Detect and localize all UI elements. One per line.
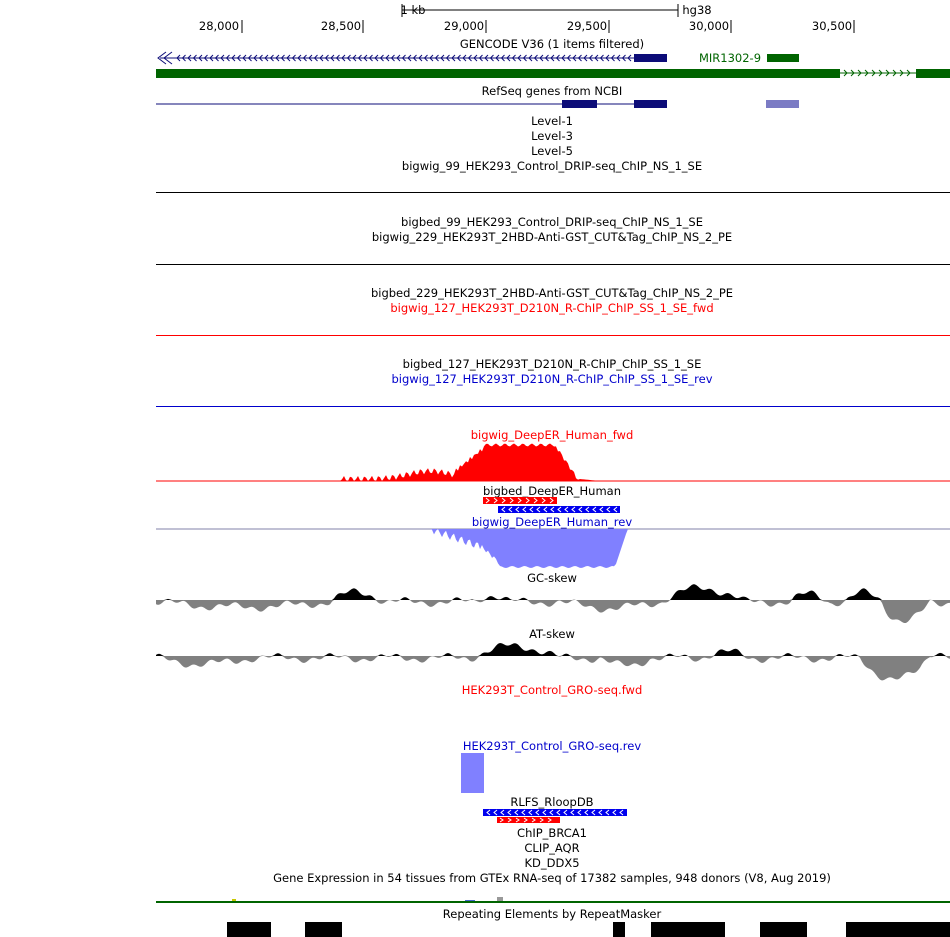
rlfs-track-title[interactable]: RLFS_RloopDB xyxy=(510,795,594,809)
gc-skew-track-title[interactable]: GC-skew xyxy=(527,571,577,585)
deeper-bigbed-track-title[interactable]: bigbed_DeepER_Human xyxy=(482,484,622,498)
ruler-tick-label: 30,500 xyxy=(811,19,853,33)
gc-skew-signal[interactable] xyxy=(0,584,950,624)
rlfs-features[interactable] xyxy=(0,808,950,824)
rchip-rev-track-title[interactable]: bigwig_127_HEK293T_D210N_R-ChIP_ChIP_SS_… xyxy=(391,372,713,386)
level-1-track-title[interactable]: Level-1 xyxy=(531,114,573,128)
gro-rev-track-title[interactable]: HEK293T_Control_GRO-seq.rev xyxy=(462,739,642,753)
gtex-track-signal[interactable] xyxy=(0,897,950,905)
drip-bigwig-track-title[interactable]: bigwig_99_HEK293_Control_DRIP-seq_ChIP_N… xyxy=(401,159,703,173)
repeatmasker-features[interactable] xyxy=(0,921,950,937)
ruler-tick-label: 28,000 xyxy=(198,19,240,33)
ruler-tick-label: 30,000 xyxy=(688,19,730,33)
assembly-label: hg38 xyxy=(682,3,712,17)
clip-aqr-track-title[interactable]: CLIP_AQR xyxy=(524,841,580,855)
cuttag-bigwig-baseline xyxy=(156,264,950,265)
cuttag-bigbed-track-title[interactable]: bigbed_229_HEK293T_2HBD-Anti-GST_CUT&Tag… xyxy=(370,286,734,300)
repeatmasker-track-title[interactable]: Repeating Elements by RepeatMasker xyxy=(442,907,662,921)
gro-fwd-track-title[interactable]: HEK293T_Control_GRO-seq.fwd xyxy=(461,683,643,697)
deeper-bigbed-features[interactable] xyxy=(0,496,950,514)
gro-rev-signal[interactable] xyxy=(461,753,484,793)
rchip-fwd-track-title[interactable]: bigwig_127_HEK293T_D210N_R-ChIP_ChIP_SS_… xyxy=(390,301,714,315)
deeper-fwd-track-title[interactable]: bigwig_DeepER_Human_fwd xyxy=(470,428,634,442)
base-position-ruler[interactable] xyxy=(0,0,950,40)
gencode-track-title[interactable]: GENCODE V36 (1 items filtered) xyxy=(459,37,645,51)
gencode-gene-features[interactable] xyxy=(0,48,950,84)
rchip-fwd-baseline xyxy=(156,335,950,336)
ruler-tick-label: 29,500 xyxy=(566,19,608,33)
gene-label-mir1302-9[interactable]: MIR1302-9 xyxy=(698,51,762,65)
gtex-track-title[interactable]: Gene Expression in 54 tissues from GTEx … xyxy=(273,871,831,885)
rchip-bigbed-track-title[interactable]: bigbed_127_HEK293T_D210N_R-ChIP_ChIP_SS_… xyxy=(402,357,702,371)
drip-bigwig-baseline xyxy=(156,192,950,193)
drip-bigbed-track-title[interactable]: bigbed_99_HEK293_Control_DRIP-seq_ChIP_N… xyxy=(401,215,703,229)
rchip-rev-baseline xyxy=(156,406,950,407)
deeper-fwd-signal[interactable] xyxy=(0,442,950,482)
level-5-track-title[interactable]: Level-5 xyxy=(531,144,573,158)
refseq-gene-features[interactable] xyxy=(0,97,950,111)
at-skew-track-title[interactable]: AT-skew xyxy=(529,627,575,641)
ruler-tick-label: 29,000 xyxy=(443,19,485,33)
cuttag-bigwig-track-title[interactable]: bigwig_229_HEK293T_2HBD-Anti-GST_CUT&Tag… xyxy=(371,230,733,244)
level-3-track-title[interactable]: Level-3 xyxy=(531,129,573,143)
ruler-tick-label: 28,500 xyxy=(320,19,362,33)
deeper-rev-signal[interactable] xyxy=(0,528,950,570)
at-skew-signal[interactable] xyxy=(0,640,950,682)
scale-bar-label: 1 kb xyxy=(400,3,426,17)
refseq-track-title[interactable]: RefSeq genes from NCBI xyxy=(481,84,623,98)
kd-ddx5-track-title[interactable]: KD_DDX5 xyxy=(524,856,580,870)
chip-brca1-track-title[interactable]: ChIP_BRCA1 xyxy=(517,826,587,840)
deeper-rev-track-title[interactable]: bigwig_DeepER_Human_rev xyxy=(471,515,633,529)
